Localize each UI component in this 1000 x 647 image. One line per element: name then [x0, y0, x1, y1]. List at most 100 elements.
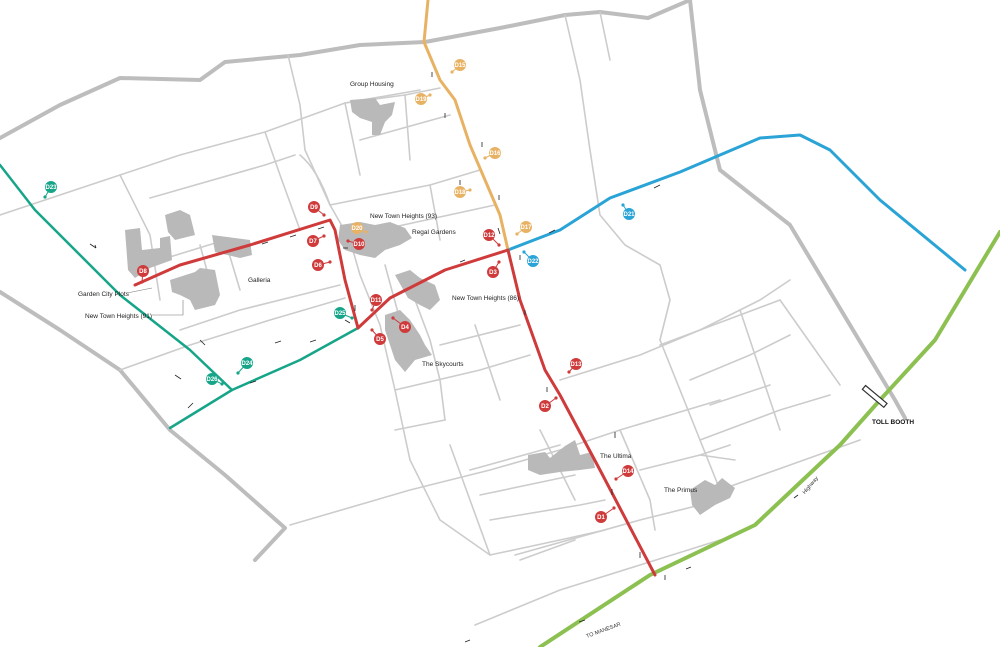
marker-circle — [487, 266, 499, 278]
marker-d24[interactable]: D24 — [236, 357, 253, 375]
marker-anchor-dot — [322, 213, 326, 217]
arrow-icon — [344, 319, 351, 324]
building-new-town-heights-91 — [170, 268, 220, 310]
marker-anchor-dot — [350, 316, 354, 320]
arrow-icon — [653, 184, 661, 189]
marker-label: D26 — [206, 377, 218, 383]
marker-d11[interactable]: D11 — [370, 294, 382, 312]
marker-d1[interactable]: D1 — [595, 506, 616, 523]
marker-circle — [137, 265, 149, 277]
place-labels: Group Housing New Town Heights (93) Rega… — [78, 81, 914, 640]
toll-booth-icon — [861, 384, 888, 409]
arrow-icon — [497, 227, 501, 235]
arrow-icon — [685, 566, 692, 570]
marker-label: D10 — [353, 242, 365, 248]
marker-d10[interactable]: D10 — [346, 238, 365, 250]
teal-route-south — [168, 326, 360, 430]
marker-anchor-dot — [621, 203, 625, 207]
label-new-town-heights-93: New Town Heights (93) — [370, 213, 437, 220]
marker-d25[interactable]: D25 — [334, 307, 354, 320]
marker-d7[interactable]: D7 — [307, 234, 326, 247]
marker-d15[interactable]: D15 — [450, 59, 466, 74]
marker-anchor-dot — [346, 239, 350, 243]
marker-circle — [489, 147, 501, 159]
marker-label: D20 — [351, 226, 363, 232]
arrow-icon — [199, 339, 206, 346]
marker-d22[interactable]: D22 — [522, 250, 539, 267]
marker-label: D19 — [415, 97, 427, 103]
marker-label: D14 — [622, 469, 634, 475]
marker-label: D16 — [489, 151, 501, 157]
arrow-icon — [174, 374, 182, 380]
blue-route — [506, 133, 967, 272]
marker-label: D12 — [483, 233, 495, 239]
marker-d5[interactable]: D5 — [370, 328, 386, 345]
arrow-icon — [459, 259, 466, 263]
marker-label: D17 — [520, 225, 532, 231]
leader-lines — [126, 287, 184, 316]
marker-label: D18 — [454, 190, 466, 196]
marker-label: D25 — [334, 311, 346, 317]
marker-anchor-dot — [370, 328, 374, 332]
marker-d17[interactable]: D17 — [515, 221, 532, 236]
arrow-icon — [289, 234, 297, 238]
marker-circle — [415, 93, 427, 105]
marker-d12[interactable]: D12 — [483, 229, 501, 247]
marker-d13[interactable]: D13 — [567, 358, 582, 374]
red-route-cross — [356, 248, 510, 330]
marker-label: D3 — [489, 270, 497, 276]
marker-label: D15 — [454, 63, 466, 69]
red-route-west — [133, 218, 360, 330]
marker-circle — [241, 357, 253, 369]
marker-label: D4 — [401, 325, 409, 331]
marker-label: D8 — [139, 269, 147, 275]
marker-circle — [45, 181, 57, 193]
marker-anchor-dot — [554, 396, 558, 400]
direction-arrows — [89, 72, 799, 643]
marker-d23[interactable]: D23 — [43, 181, 57, 199]
marker-label: D6 — [314, 263, 322, 269]
marker-anchor-dot — [483, 156, 487, 160]
marker-anchor-dot — [515, 232, 519, 236]
marker-circle — [334, 307, 346, 319]
marker-d2[interactable]: D2 — [539, 396, 558, 412]
marker-circle — [307, 235, 319, 247]
marker-circle — [454, 186, 466, 198]
label-garden-city-plots: Garden City Plots — [78, 291, 130, 298]
building-the-ultima — [528, 440, 595, 475]
label-new-town-heights-91: New Town Heights (91) — [85, 313, 152, 320]
marker-anchor-dot — [328, 260, 332, 264]
marker-circle — [539, 400, 551, 412]
marker-d20[interactable]: D20 — [351, 222, 368, 234]
marker-d6[interactable]: D6 — [312, 259, 332, 271]
marker-d26[interactable]: D26 — [206, 373, 224, 386]
marker-d9[interactable]: D9 — [308, 201, 326, 217]
marker-d16[interactable]: D16 — [483, 147, 501, 160]
marker-circle — [527, 255, 539, 267]
marker-d8[interactable]: D8 — [137, 265, 149, 284]
marker-anchor-dot — [468, 188, 472, 192]
marker-circle — [520, 221, 532, 233]
arrow-icon — [249, 380, 257, 384]
marker-d21[interactable]: D21 — [621, 203, 635, 220]
label-the-skycourts: The Skycourts — [422, 361, 464, 368]
marker-d18[interactable]: D18 — [454, 186, 472, 198]
marker-anchor-dot — [614, 477, 618, 481]
highway-green-route — [538, 230, 1000, 647]
arrow-icon — [548, 229, 556, 234]
marker-anchor-dot — [450, 70, 454, 74]
arrow-icon — [309, 339, 317, 343]
marker-anchor-dot — [497, 260, 501, 264]
marker-d19[interactable]: D19 — [415, 93, 432, 105]
marker-label: D1 — [597, 515, 605, 521]
marker-d3[interactable]: D3 — [487, 260, 501, 278]
marker-anchor-dot — [391, 316, 395, 320]
marker-d4[interactable]: D4 — [391, 316, 411, 333]
building-the-skycourts — [385, 310, 432, 372]
marker-d14[interactable]: D14 — [614, 465, 634, 481]
label-the-primus: The Primus — [664, 487, 698, 494]
label-toll-booth: TOLL BOOTH — [872, 419, 914, 426]
marker-label: D24 — [241, 361, 253, 367]
